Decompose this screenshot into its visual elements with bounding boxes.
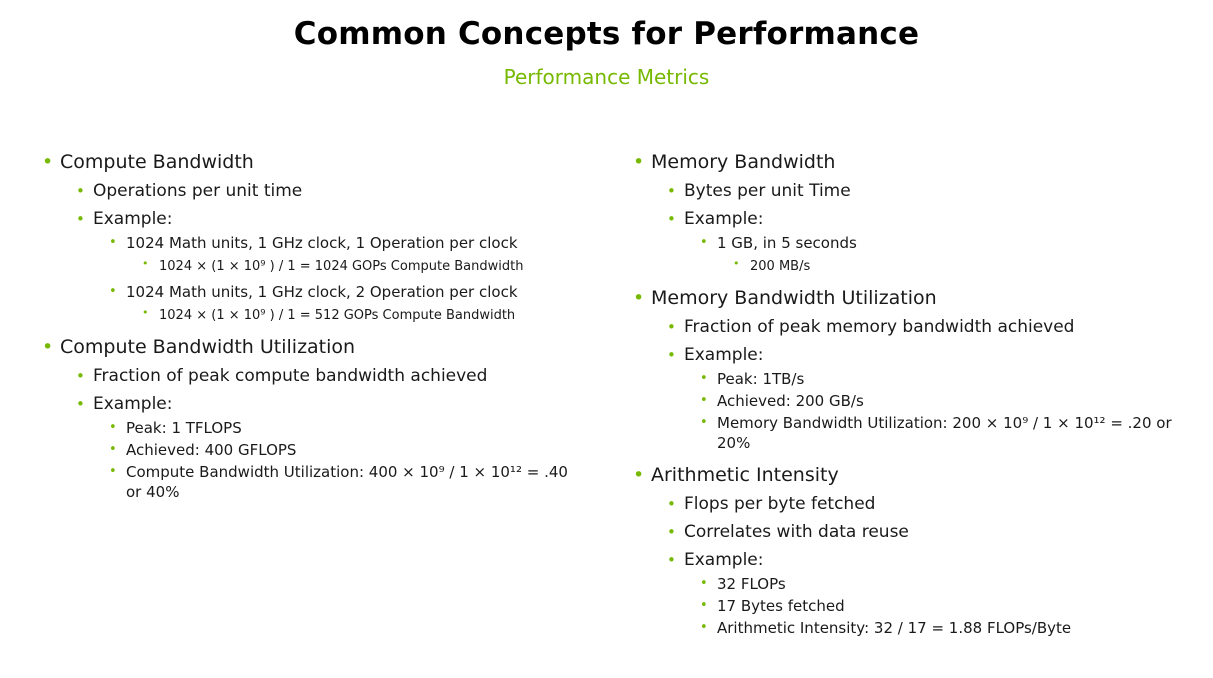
memory-fraction-text: Fraction of peak memory bandwidth achiev… [684,317,1075,337]
list-item: Arithmetic Intensity: 32 / 17 = 1.88 FLO… [700,618,1191,638]
list-item: Memory Bandwidth Utilization: 200 × 10⁹ … [700,413,1191,453]
list-item: Operations per unit time [76,179,585,203]
list-item: Flops per byte fetched [667,492,1191,516]
example-label: Example: [684,209,764,229]
compute-utilization-calc: Compute Bandwidth Utilization: 400 × 10⁹… [126,463,568,501]
example-label: Example: [684,550,764,570]
list-item: Example: 1 GB, in 5 seconds 200 MB/s [667,207,1191,276]
compute-peak: Peak: 1 TFLOPS [126,419,242,437]
flops-per-byte-text: Flops per byte fetched [684,494,876,514]
memory-achieved: Achieved: 200 GB/s [717,392,864,410]
bullet-memory-utilization: Memory Bandwidth Utilization Fraction of… [631,286,1191,453]
memory-example-1: 1 GB, in 5 seconds [717,234,857,252]
list-item: Bytes per unit Time [667,179,1191,203]
example-label: Example: [684,345,764,365]
bullet-compute-bandwidth: Compute Bandwidth Operations per unit ti… [40,150,585,325]
list-item: Achieved: 400 GFLOPS [109,440,585,460]
list-item: 1024 Math units, 1 GHz clock, 1 Operatio… [109,233,585,276]
arithmetic-intensity-calc: Arithmetic Intensity: 32 / 17 = 1.88 FLO… [717,619,1072,637]
arithmetic-intensity-heading: Arithmetic Intensity [651,464,839,486]
list-item: Example: Peak: 1TB/s Achieved: 200 GB/s … [667,343,1191,453]
memory-utilization-heading: Memory Bandwidth Utilization [651,287,937,309]
list-item: Example: 1024 Math units, 1 GHz clock, 1… [76,207,585,325]
list-item: Peak: 1TB/s [700,369,1191,389]
compute-example-1-calc: 1024 × (1 × 10⁹ ) / 1 = 1024 GOPs Comput… [159,259,524,274]
compute-example-1: 1024 Math units, 1 GHz clock, 1 Operatio… [126,234,518,252]
list-item: Peak: 1 TFLOPS [109,418,585,438]
list-item: Fraction of peak compute bandwidth achie… [76,364,585,388]
list-item: 1 GB, in 5 seconds 200 MB/s [700,233,1191,276]
compute-achieved: Achieved: 400 GFLOPS [126,441,297,459]
bullet-memory-bandwidth: Memory Bandwidth Bytes per unit Time Exa… [631,150,1191,276]
compute-example-2: 1024 Math units, 1 GHz clock, 2 Operatio… [126,283,518,301]
compute-example-2-calc: 1024 × (1 × 10⁹ ) / 1 = 512 GOPs Compute… [159,308,516,323]
example-label: Example: [93,394,173,414]
memory-peak: Peak: 1TB/s [717,370,805,388]
compute-bandwidth-heading: Compute Bandwidth [60,151,254,173]
list-item: 1024 × (1 × 10⁹ ) / 1 = 1024 GOPs Comput… [142,255,585,276]
list-item: Example: Peak: 1 TFLOPS Achieved: 400 GF… [76,392,585,502]
memory-utilization-calc: Memory Bandwidth Utilization: 200 × 10⁹ … [717,414,1172,452]
list-item: Compute Bandwidth Utilization: 400 × 10⁹… [109,462,585,502]
list-item: Achieved: 200 GB/s [700,391,1191,411]
list-item: Correlates with data reuse [667,520,1191,544]
bullet-arithmetic-intensity: Arithmetic Intensity Flops per byte fetc… [631,463,1191,638]
compute-utilization-heading: Compute Bandwidth Utilization [60,336,356,358]
list-item: Example: 32 FLOPs 17 Bytes fetched Arith… [667,548,1191,638]
bytes-fetched: 17 Bytes fetched [717,597,845,615]
bullet-compute-utilization: Compute Bandwidth Utilization Fraction o… [40,335,585,502]
bytes-per-time-text: Bytes per unit Time [684,181,851,201]
left-column: Compute Bandwidth Operations per unit ti… [40,150,585,512]
list-item: 200 MB/s [733,255,1191,276]
right-column: Memory Bandwidth Bytes per unit Time Exa… [631,150,1191,648]
example-label: Example: [93,209,173,229]
memory-bandwidth-heading: Memory Bandwidth [651,151,836,173]
list-item: 32 FLOPs [700,574,1191,594]
list-item: Fraction of peak memory bandwidth achiev… [667,315,1191,339]
list-item: 1024 Math units, 1 GHz clock, 2 Operatio… [109,282,585,325]
compute-fraction-text: Fraction of peak compute bandwidth achie… [93,366,488,386]
page-subtitle: Performance Metrics [503,65,710,89]
page-title: Common Concepts for Performance [293,16,920,52]
list-item: 17 Bytes fetched [700,596,1191,616]
memory-example-1-result: 200 MB/s [750,259,811,274]
data-reuse-text: Correlates with data reuse [684,522,909,542]
flops-count: 32 FLOPs [717,575,786,593]
list-item: 1024 × (1 × 10⁹ ) / 1 = 512 GOPs Compute… [142,304,585,325]
ops-per-time-text: Operations per unit time [93,181,303,201]
